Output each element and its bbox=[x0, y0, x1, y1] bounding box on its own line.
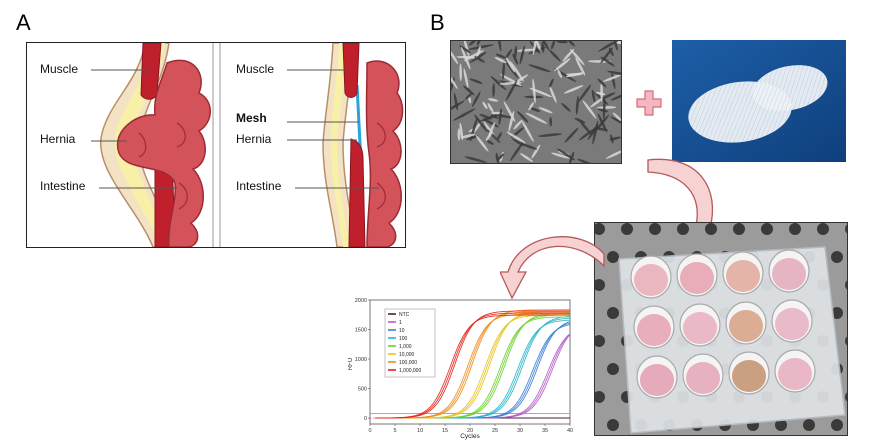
y-tick-label: 2000 bbox=[355, 298, 367, 304]
x-tick-label: 35 bbox=[542, 428, 548, 434]
qpcr-amplification-chart: 0 5 10 15 20 25 30 35 40 0 500 1000 1500 2000 RFU Cyc… bbox=[348, 298, 573, 440]
chart-legend: NTC 1 10 100 1,000 10,000 100,000 1,000,000 bbox=[384, 308, 436, 378]
muscle-right-lower bbox=[348, 138, 366, 247]
legend-label: 100 bbox=[399, 336, 408, 342]
x-tick-label: 0 bbox=[368, 428, 371, 434]
x-tick-label: 15 bbox=[442, 428, 448, 434]
legend-label: 10,000 bbox=[399, 352, 415, 358]
skin-layer-right bbox=[322, 43, 358, 247]
cell-culture-micrograph bbox=[450, 40, 622, 164]
legend-label: 10 bbox=[399, 328, 405, 334]
legend-label: 1,000 bbox=[399, 344, 412, 350]
intestine-right bbox=[365, 60, 404, 247]
y-tick-label: 0 bbox=[364, 416, 367, 422]
hernia-anatomy-diagram bbox=[91, 43, 404, 247]
label-muscle-right: Muscle bbox=[236, 62, 275, 76]
legend-label: 1 bbox=[399, 320, 402, 326]
panel-a-letter: A bbox=[16, 10, 31, 35]
legend-label: 1,000,000 bbox=[399, 368, 421, 374]
mesh-disc-front bbox=[688, 81, 792, 143]
anatomy-illustration-frame: Muscle Hernia Intestine Muscle Mesh Hern… bbox=[26, 42, 406, 248]
y-tick-label: 500 bbox=[358, 387, 367, 393]
x-tick-label: 30 bbox=[517, 428, 523, 434]
x-axis-label: Cycles bbox=[460, 433, 480, 440]
y-axis-label: RFU bbox=[348, 358, 354, 370]
series-line bbox=[375, 309, 570, 419]
x-tick-label: 5 bbox=[393, 428, 396, 434]
y-tick-label: 1500 bbox=[355, 328, 367, 334]
y-tick-label: 1000 bbox=[355, 357, 367, 363]
label-hernia-left: Hernia bbox=[40, 132, 76, 146]
label-hernia-right: Hernia bbox=[236, 132, 272, 146]
plus-icon bbox=[636, 90, 662, 116]
x-tick-label: 20 bbox=[467, 428, 473, 434]
panel-b-letter: B bbox=[430, 10, 445, 35]
label-intestine-right: Intestine bbox=[236, 179, 282, 193]
legend-box bbox=[384, 308, 436, 378]
muscle-right-upper bbox=[342, 43, 360, 98]
x-tick-label: 40 bbox=[567, 428, 573, 434]
culture-plate-photo bbox=[594, 222, 848, 436]
x-tick-label: 10 bbox=[417, 428, 423, 434]
surgical-mesh-photo bbox=[672, 40, 846, 162]
label-intestine-left: Intestine bbox=[40, 179, 86, 193]
label-mesh: Mesh bbox=[236, 111, 267, 125]
x-tick-label: 25 bbox=[492, 428, 498, 434]
series-line bbox=[374, 310, 570, 419]
legend-label: NTC bbox=[399, 312, 410, 318]
label-muscle-left: Muscle bbox=[40, 62, 79, 76]
legend-label: 100,000 bbox=[399, 360, 417, 366]
curved-arrow-to-chart bbox=[500, 236, 605, 300]
